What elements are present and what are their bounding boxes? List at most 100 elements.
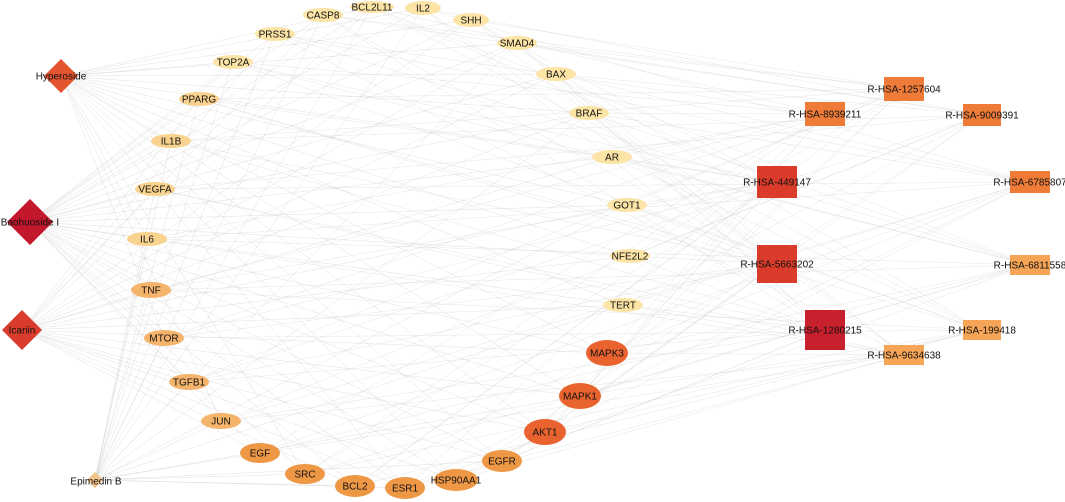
edge-hyperoside-jun	[60, 75, 222, 422]
edge-hyperoside-il2	[60, 7, 424, 77]
gene-egf-label: EGF	[250, 449, 271, 460]
pathway-p1280215-label: R-HSA-1280215	[788, 326, 862, 337]
edge-il1b-p1257604	[170, 88, 905, 142]
edge-got1-p1257604	[626, 88, 905, 206]
gene-node-ar	[592, 150, 632, 164]
edge-bax-p6785807	[555, 73, 1031, 183]
gene-ar-label: AR	[605, 153, 619, 164]
gene-node-esr1	[385, 477, 425, 499]
pathway-node-p9009391	[963, 104, 1001, 126]
gene-pparg-label: PPARG	[182, 95, 216, 106]
edge-src-p6811558	[304, 264, 1031, 475]
compound-node-icariin	[2, 310, 42, 350]
gene-casp8-label: CASP8	[307, 11, 340, 22]
edge-epimedin-smad4	[94, 42, 518, 481]
edge-epimedin-il2	[94, 7, 424, 481]
edge-il1b-p9009391	[170, 114, 983, 142]
edge-prss1-p6785807	[274, 33, 1031, 183]
gene-mapk3-label: MAPK3	[590, 349, 624, 360]
edge-bcl2l11-p199418	[371, 6, 983, 331]
gene-got1-label: GOT1	[613, 201, 641, 212]
gene-akt1-label: AKT1	[532, 428, 557, 439]
edge-baohuoside-braf	[29, 112, 590, 223]
edge-smad4-p9009391	[516, 42, 983, 116]
gene-prss1-label: PRSS1	[259, 30, 292, 41]
edge-baohuoside-bcl2	[29, 221, 356, 487]
compound-node-hyperoside	[44, 59, 78, 93]
edge-got1-p5663202	[626, 204, 778, 265]
edge-icariin-hsp90aa1	[21, 329, 457, 481]
gene-node-mtor	[144, 330, 184, 346]
gene-bcl2l11-label: BCL2L11	[352, 3, 393, 14]
edge-jun-p9009391	[220, 114, 983, 422]
edge-akt1-p1257604	[544, 88, 905, 433]
gene-node-tgfb1	[169, 374, 209, 390]
pathway-node-p8939211	[805, 102, 845, 126]
edge-epimedin-egf	[94, 452, 261, 481]
edge-top2a-p6811558	[232, 61, 1031, 266]
edge-icariin-esr1	[21, 329, 406, 489]
gene-node-vegfa	[135, 182, 175, 196]
pathway-node-p199418	[963, 320, 1001, 340]
gene-node-got1	[607, 198, 647, 212]
edge-casp8-p1280215	[322, 14, 826, 331]
gene-node-jun	[201, 413, 241, 429]
gene-node-smad4	[497, 36, 537, 50]
edge-casp8-p5663202	[322, 14, 778, 265]
edge-il6-p6811558	[146, 238, 1031, 266]
gene-bcl2-label: BCL2	[342, 482, 367, 493]
edge-tgfb1-p1257604	[188, 88, 905, 383]
edge-mtor-p199418	[163, 329, 983, 339]
gene-node-braf	[569, 106, 609, 120]
gene-node-il1b	[151, 134, 191, 148]
pathway-p8939211-label: R-HSA-8939211	[789, 110, 862, 121]
edge-hyperoside-tert	[60, 75, 624, 306]
edge-mapk3-p9634638	[606, 352, 905, 356]
edge-jun-p1280215	[220, 329, 826, 422]
gene-node-pparg	[179, 92, 219, 106]
pathway-node-p9634638	[884, 345, 924, 365]
gene-node-prss1	[255, 27, 295, 41]
compound-hyperoside-label: Hyperoside	[36, 72, 87, 83]
edge-hyperoside-nfe2l2	[60, 75, 631, 257]
gene-nfe2l2-label: NFE2L2	[612, 252, 649, 263]
edge-hyperoside-braf	[60, 75, 590, 114]
edge-tgfb1-p5663202	[188, 263, 778, 383]
edge-icariin-mapk3	[21, 329, 608, 354]
edge-bax-p9009391	[555, 73, 983, 116]
edge-epimedin-top2a	[94, 61, 234, 481]
edge-hyperoside-top2a	[60, 61, 234, 77]
pathway-node-p449147	[757, 166, 797, 198]
edge-baohuoside-jun	[29, 221, 222, 422]
edge-hyperoside-mapk3	[60, 75, 608, 354]
edge-src-p8939211	[304, 113, 826, 475]
edge-bcl2-p449147	[354, 181, 778, 487]
edge-layer	[21, 6, 1031, 489]
edge-epimedin-src	[94, 473, 306, 481]
edge-hyperoside-shh	[60, 19, 472, 77]
gene-mtor-label: MTOR	[149, 334, 178, 345]
edge-hyperoside-egfr	[60, 75, 503, 462]
edge-egf-p6785807	[259, 181, 1031, 454]
edge-il1b-p1280215	[170, 140, 826, 331]
edge-icariin-casp8	[21, 14, 324, 331]
edge-baohuoside-ar	[29, 156, 613, 223]
gene-node-il2	[405, 1, 441, 15]
edge-bcl2l11-p8939211	[371, 6, 826, 115]
edge-vegfa-p9634638	[154, 188, 905, 356]
edge-ar-p199418	[611, 156, 983, 331]
gene-il1b-label: IL1B	[161, 137, 182, 148]
edge-vegfa-p6785807	[154, 181, 1031, 190]
edge-icariin-pparg	[21, 98, 200, 331]
pathway-p5663202-label: R-HSA-5663202	[740, 260, 814, 271]
gene-node-bax	[536, 67, 576, 81]
edge-src-p199418	[304, 329, 983, 475]
pathway-node-p1257604	[884, 77, 924, 101]
edge-top2a-p199418	[232, 61, 983, 331]
gene-top2a-label: TOP2A	[217, 58, 250, 69]
edge-vegfa-p1280215	[154, 188, 826, 331]
edge-top2a-p8939211	[232, 61, 826, 115]
edge-braf-p9634638	[588, 112, 905, 356]
gene-mapk1-label: MAPK1	[563, 392, 597, 403]
gene-node-src	[285, 464, 325, 484]
